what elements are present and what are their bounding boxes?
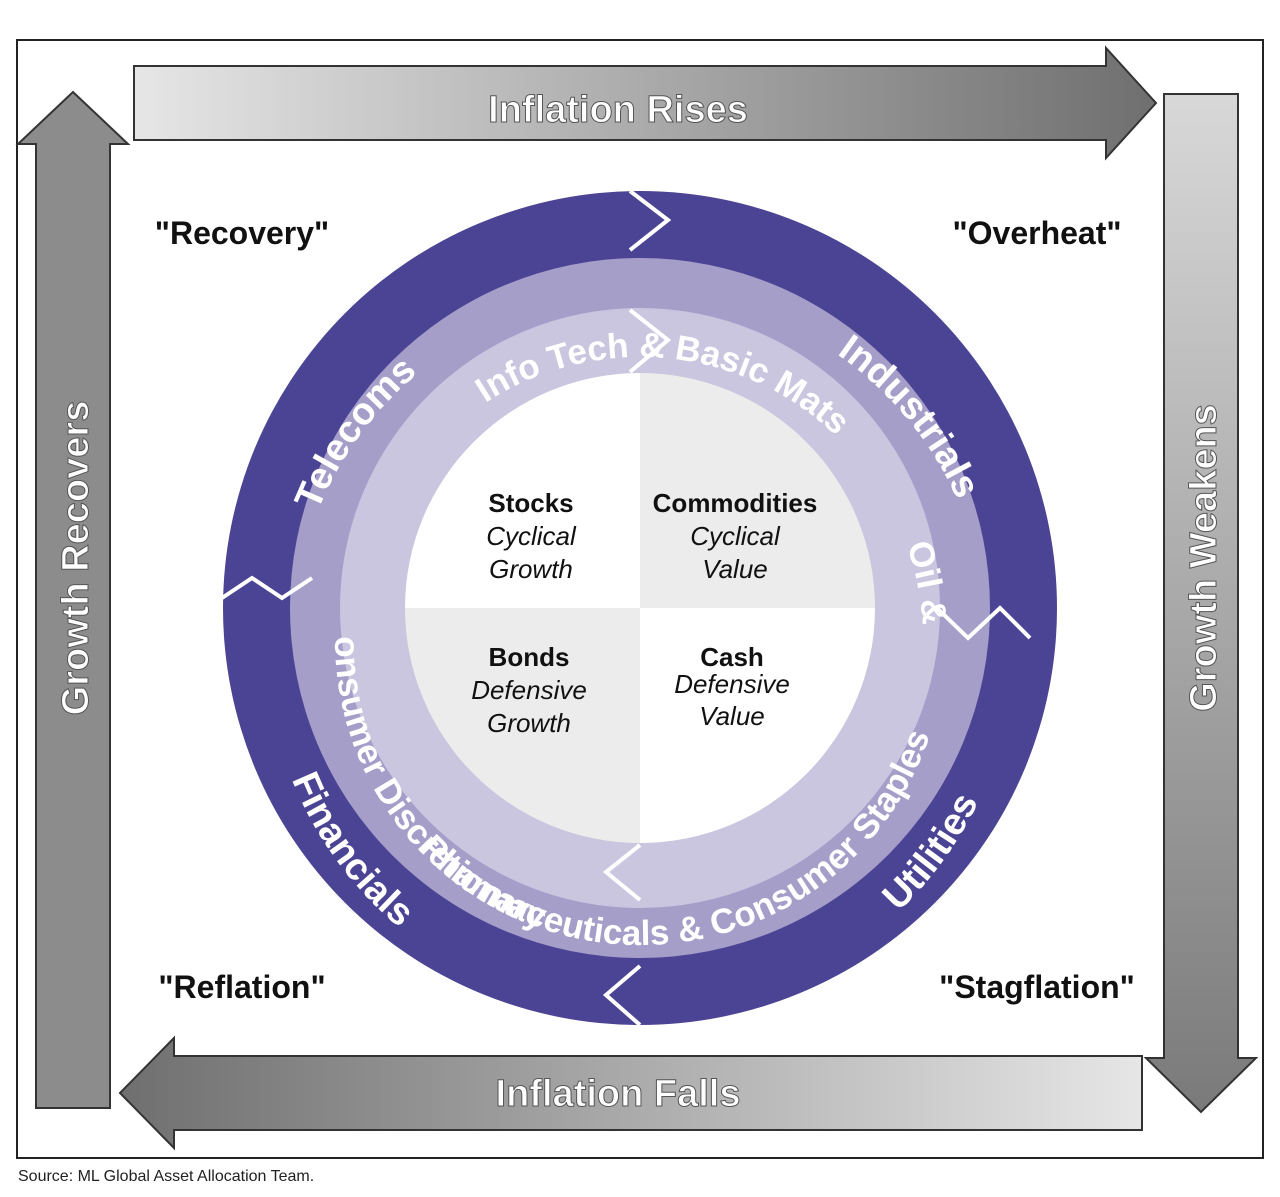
growth-recovers-arrow [15,90,131,1109]
phase-overheat: "Overheat" [952,215,1121,251]
bonds-line2: Growth [487,708,571,738]
commodities-line1: Cyclical [690,521,781,551]
phase-reflation: "Reflation" [158,969,325,1005]
stocks-line2: Growth [489,554,573,584]
bonds-title: Bonds [489,642,570,672]
inflation-falls-label: Inflation Falls [496,1073,741,1115]
cash-title: Cash [700,642,764,672]
inflation-rises-arrow [133,45,1158,161]
bonds-line1: Defensive [471,675,587,705]
growth-recovers-label: Growth Recovers [55,401,97,716]
stocks-title: Stocks [488,488,573,518]
asset-quadrants [405,373,875,843]
middle-chevron-top [628,308,672,374]
outer-chevron-left [220,575,314,601]
commodities-line2: Value [702,554,768,584]
middle-chevron-bottom [602,843,642,902]
phase-stagflation: "Stagflation" [939,969,1135,1005]
source-note: Source: ML Global Asset Allocation Team. [18,1168,315,1185]
inflation-falls-arrow [118,1035,1143,1151]
cash-line2: Value [699,701,765,731]
phase-recovery: "Recovery" [155,215,329,251]
stocks-line1: Cyclical [486,521,577,551]
growth-weakens-label: Growth Weakens [1183,404,1225,712]
commodities-title: Commodities [653,488,818,518]
growth-weakens-arrow [1143,93,1259,1114]
outer-chevron-top [628,189,672,252]
inflation-rises-label: Inflation Rises [488,89,748,131]
outer-chevron-bottom [602,964,642,1027]
cash-line1: Defensive [674,669,790,699]
outer-chevron-right [935,605,1032,641]
